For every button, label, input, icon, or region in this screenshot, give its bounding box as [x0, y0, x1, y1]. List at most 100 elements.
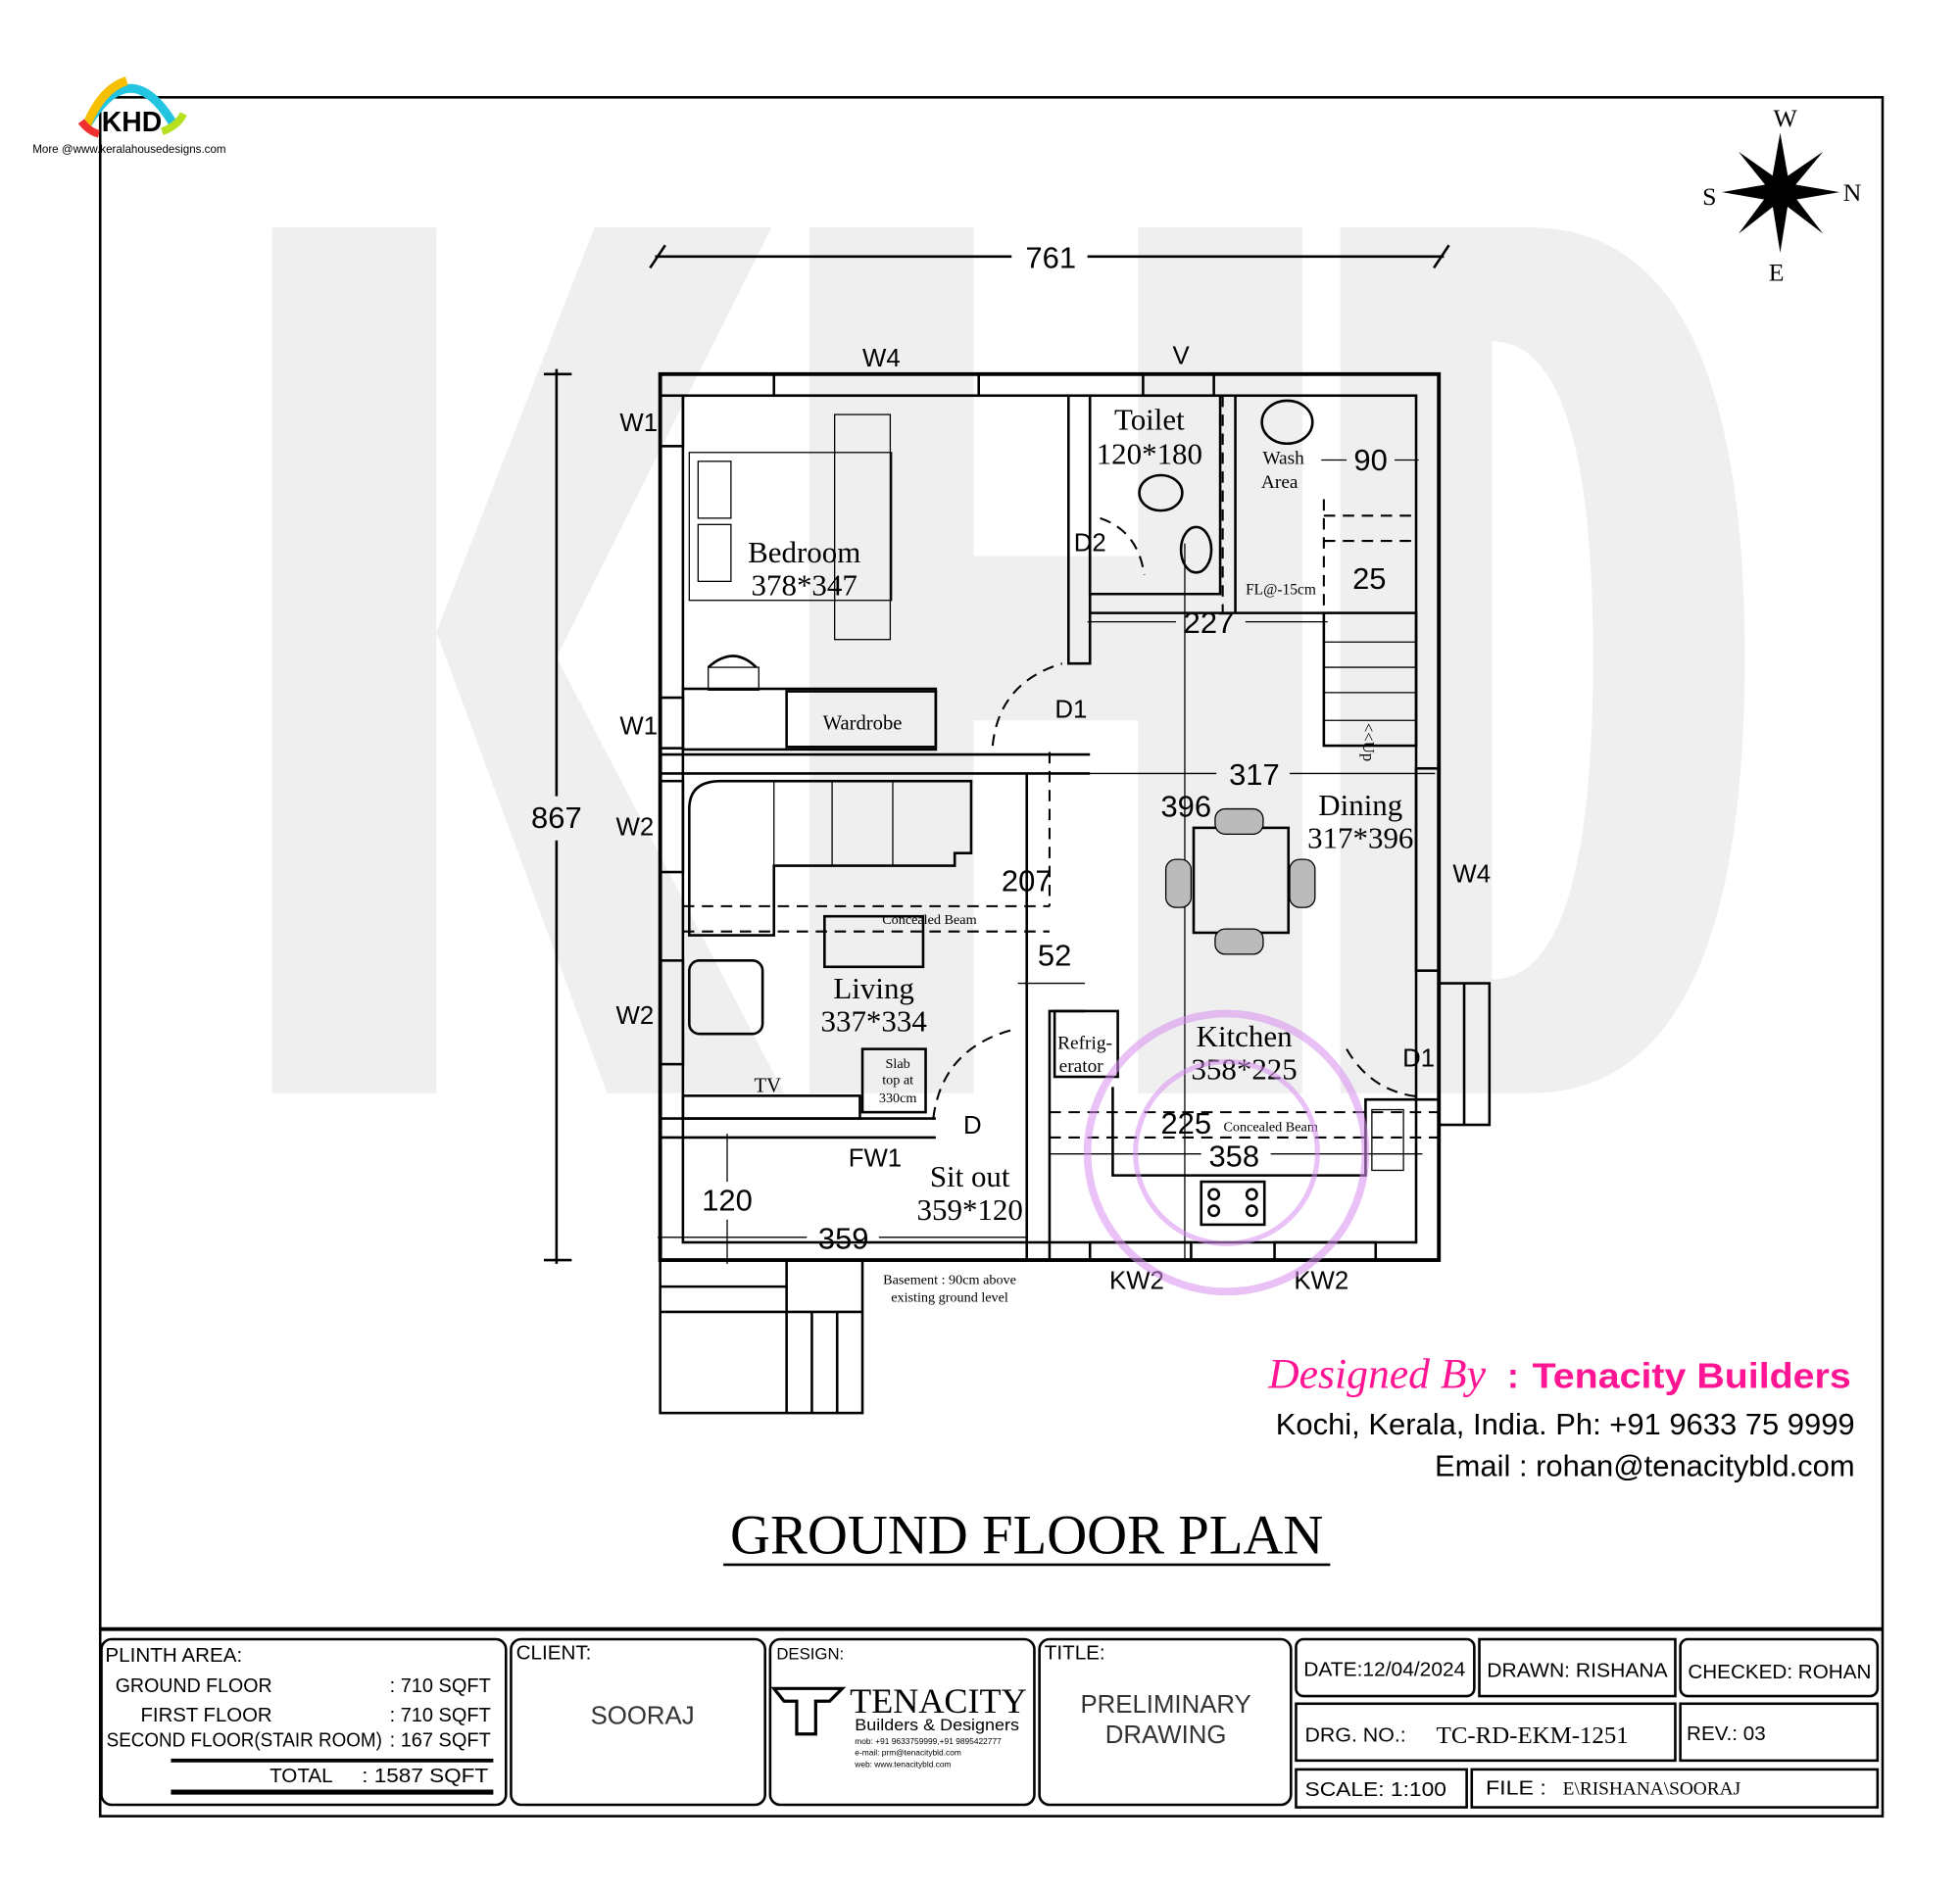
title-line-1: PRELIMINARY — [1080, 1691, 1250, 1719]
title-label: TITLE: — [1045, 1642, 1105, 1665]
label-w2-b: W2 — [616, 1002, 655, 1030]
design-company: TENACITY — [850, 1681, 1027, 1721]
concealed-beam-kitchen: Concealed Beam — [1223, 1119, 1317, 1135]
furniture — [681, 399, 1404, 1227]
watermark-khd — [271, 227, 1745, 1093]
design-web: web: www.tenacitybld.com — [854, 1759, 951, 1769]
plinth-row-name: GROUND FLOOR — [116, 1674, 272, 1697]
dim-passage: 227 — [1184, 606, 1235, 640]
label-w1-a: W1 — [619, 410, 658, 437]
title-line-2: DRAWING — [1105, 1722, 1227, 1749]
room-bedroom-size: 378*347 — [752, 568, 858, 603]
dim-kitchen-width: 358 — [1208, 1140, 1259, 1174]
designer-email: Email : rohan@tenacitybld.com — [1435, 1449, 1855, 1483]
title-block: PLINTH AREA: GROUND FLOOR : 710 SQFT FIR… — [100, 1637, 1880, 1809]
plinth-row-value: : 710 SQFT — [390, 1704, 492, 1726]
dim-dining-depth: 396 — [1160, 789, 1211, 823]
fridge-label-1: Refrig- — [1057, 1034, 1112, 1054]
checked-field: CHECKED: ROHAN — [1688, 1661, 1871, 1683]
dim-living-gap: 207 — [1002, 863, 1053, 897]
design-tagline: Builders & Designers — [855, 1716, 1019, 1734]
plinth-row-name: FIRST FLOOR — [140, 1704, 271, 1726]
client-label: CLIENT: — [516, 1642, 592, 1665]
dim-overall-depth: 867 — [531, 800, 582, 835]
compass-rose-icon: W S N E — [1702, 104, 1862, 286]
label-d2: D2 — [1074, 529, 1106, 557]
dim-sitout-width: 359 — [818, 1221, 869, 1255]
label-w2-a: W2 — [616, 814, 655, 842]
compass-w: W — [1774, 104, 1798, 132]
drg-value: TC-RD-EKM-1251 — [1437, 1722, 1629, 1749]
slab-label-2: top at — [882, 1073, 913, 1089]
compass-s: S — [1702, 182, 1716, 211]
tenacity-logo-icon — [770, 1686, 847, 1736]
room-sitout-size: 359*120 — [917, 1192, 1023, 1227]
design-email: e-mail: prm@tenacitybld.com — [855, 1748, 961, 1758]
plinth-total-value: : 1587 SQFT — [362, 1765, 488, 1787]
door-swings — [932, 516, 1423, 1119]
label-w4-right: W4 — [1452, 860, 1491, 888]
dim-wash-width: 90 — [1353, 443, 1387, 477]
dim-step: 25 — [1352, 561, 1386, 596]
label-fw1: FW1 — [849, 1145, 902, 1173]
wash-floor-level: FL@-15cm — [1246, 581, 1316, 598]
date-field: DATE:12/04/2024 — [1303, 1658, 1465, 1680]
design-mobile: mob: +91 9633759999,+91 9895422777 — [855, 1736, 1002, 1746]
watermark-stamp — [1083, 1009, 1370, 1296]
plinth-row-value: : 167 SQFT — [390, 1729, 492, 1752]
plinth-label: PLINTH AREA: — [105, 1644, 242, 1667]
file-label: FILE : — [1486, 1777, 1546, 1800]
compass-n: N — [1843, 178, 1862, 207]
label-w1-b: W1 — [619, 712, 658, 740]
room-living-name: Living — [833, 971, 913, 1005]
khd-logo: KHD More @www.keralahousedesigns.com — [32, 76, 226, 156]
basement-note-2: existing ground level — [891, 1290, 1008, 1306]
logo-caption: More @www.keralahousedesigns.com — [32, 143, 225, 156]
designed-by-label: Designed By — [1267, 1350, 1486, 1397]
label-d-main: D — [963, 1112, 982, 1140]
room-dining-name: Dining — [1318, 788, 1402, 822]
designer-company: Tenacity Builders — [1533, 1355, 1851, 1395]
room-wash-name1: Wash — [1262, 448, 1304, 468]
design-label: DESIGN: — [776, 1645, 844, 1664]
dim-dining-width: 317 — [1229, 757, 1280, 792]
drawn-field: DRAWN: RISHANA — [1487, 1660, 1668, 1682]
rev-field: REV.: 03 — [1687, 1722, 1766, 1745]
dim-kitchen-depth: 225 — [1160, 1106, 1211, 1140]
room-sitout-name: Sit out — [930, 1159, 1010, 1193]
label-v: V — [1172, 342, 1190, 369]
wardrobe-label: Wardrobe — [823, 712, 903, 734]
basement-note-1: Basement : 90cm above — [883, 1273, 1016, 1288]
plinth-row-value: : 710 SQFT — [390, 1674, 492, 1697]
file-value: E\RISHANA\SOORAJ — [1563, 1779, 1741, 1800]
room-toilet-size: 120*180 — [1097, 436, 1202, 470]
tv-label: TV — [755, 1075, 782, 1096]
concealed-beams — [682, 395, 1440, 1139]
room-wash-name2: Area — [1261, 472, 1298, 493]
designer-credit: Designed By : Tenacity Builders Kochi, K… — [1267, 1350, 1855, 1482]
room-dining-size: 317*396 — [1307, 821, 1413, 855]
label-d1-bedroom: D1 — [1054, 697, 1087, 724]
stair-up-label: <<Up — [1359, 723, 1378, 761]
dim-gap-52: 52 — [1038, 938, 1071, 972]
client-value: SOORAJ — [591, 1702, 695, 1729]
designer-address: Kochi, Kerala, India. Ph: +91 9633 75 99… — [1276, 1407, 1855, 1441]
dim-overall-width: 761 — [1025, 240, 1076, 274]
plinth-row-name: SECOND FLOOR(STAIR ROOM) — [107, 1729, 382, 1752]
dim-sitout-depth: 120 — [702, 1184, 753, 1218]
room-toilet-name: Toilet — [1114, 403, 1185, 437]
slab-label-1: Slab — [886, 1056, 910, 1072]
drg-label: DRG. NO.: — [1305, 1724, 1406, 1747]
dimension-lines — [543, 244, 1450, 1264]
designed-by-separator: : — [1507, 1355, 1519, 1395]
logo-text: KHD — [102, 107, 162, 138]
compass-e: E — [1769, 258, 1785, 286]
room-bedroom-name: Bedroom — [748, 535, 860, 569]
internal-dimension-lines — [658, 459, 1436, 1264]
plinth-total-label: TOTAL — [270, 1765, 333, 1787]
concealed-beam-living: Concealed Beam — [882, 912, 976, 928]
label-w4-top: W4 — [862, 345, 901, 372]
scale-field: SCALE: 1:100 — [1305, 1778, 1446, 1801]
sheet-border — [98, 96, 1885, 1818]
